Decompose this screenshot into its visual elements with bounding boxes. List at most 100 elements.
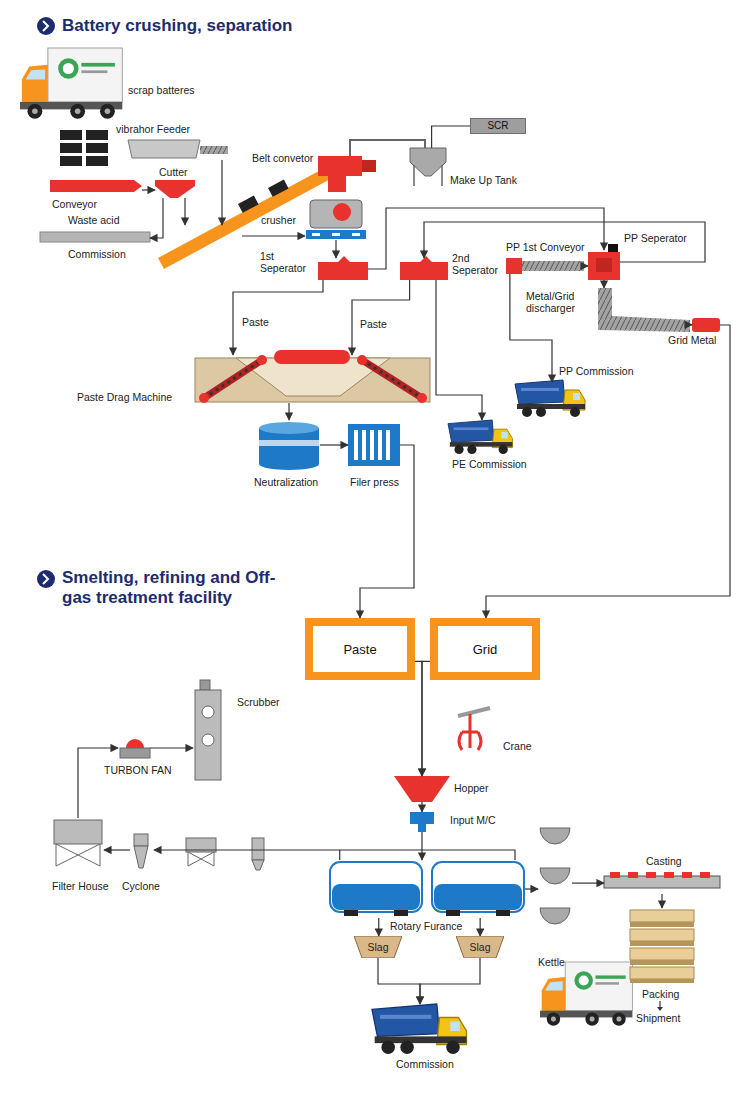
flow-connector (150, 747, 193, 748)
dump-truck-illustration (372, 1004, 467, 1054)
drag-machine-illustration (195, 350, 430, 403)
flow-connector (78, 748, 118, 818)
crusher-illustration (333, 203, 351, 221)
separator-illustration (318, 256, 448, 280)
flow-connector (686, 324, 692, 325)
node-label: Grid (473, 642, 498, 657)
slag-bin-shape (354, 936, 402, 958)
node-label: Input M/C (450, 814, 496, 826)
flow-connector (421, 832, 422, 860)
filter-house-node: Filter House (52, 818, 104, 868)
casting-illustration (610, 872, 620, 878)
offgas-illustration (54, 680, 264, 870)
node-label: 1st Seperator (260, 250, 314, 274)
drag-machine-illustration (417, 393, 427, 403)
down-arrow (657, 1001, 663, 1011)
flow-connector (603, 280, 604, 288)
node-label: Neutralization (254, 476, 318, 488)
filter-press-illustration (348, 424, 400, 466)
discharger-illustration (598, 316, 690, 332)
hopper-illustration (394, 776, 450, 802)
pp-conveyor-illustration (506, 258, 584, 274)
flow-connector (572, 882, 604, 883)
node-label: Slag (469, 941, 490, 953)
node-label: Make Up Tank (450, 174, 517, 186)
drag-machine-illustration (362, 360, 422, 398)
grid-metal-illustration (692, 318, 720, 332)
flow-connector (104, 849, 130, 850)
drag-machine-illustration (204, 360, 262, 398)
pp-separator-illustration (596, 258, 612, 272)
crane-illustration (458, 708, 490, 716)
discharger-illustration (598, 288, 690, 332)
node-label: Cutter (159, 166, 188, 178)
flow-connector (422, 661, 430, 776)
flow-connector (184, 198, 185, 225)
offgas-illustration (134, 834, 148, 846)
belt-illustration (158, 165, 336, 269)
connector-label: Paste (240, 316, 271, 328)
flow-connector (150, 198, 163, 238)
flow-connector (233, 280, 323, 355)
battery-icons (60, 130, 108, 166)
truck-node: PP Commission (515, 382, 590, 418)
belt-illustration (158, 140, 425, 269)
furnace-illustration (330, 862, 422, 912)
lorry-illustration (20, 48, 122, 119)
drag-machine-illustration (199, 393, 209, 403)
crusher-illustration (306, 200, 366, 239)
belt-illustration (318, 156, 362, 176)
node-label: Packing (642, 988, 679, 1000)
flow-connector (525, 888, 538, 889)
kettle-illustration (540, 828, 570, 924)
offgas-illustration (195, 690, 221, 780)
dump-truck-illustration (448, 420, 512, 454)
node-label: Belt convetor (252, 152, 313, 164)
battery-icons (60, 156, 82, 166)
furnace-illustration (394, 910, 408, 916)
offgas-illustration (56, 844, 100, 866)
flow-connector (242, 235, 305, 236)
crusher-node: crusher (305, 192, 367, 240)
node-label: scrap batteres (128, 84, 195, 96)
pallet-illustration (630, 979, 694, 983)
pp-conveyor-illustration (506, 258, 522, 274)
furnace-node: Rotary Furance (330, 860, 525, 918)
node-label: Rotary Furance (390, 920, 462, 932)
hopper-illustration (418, 824, 426, 832)
flow-connector (486, 325, 730, 618)
pallet-illustration (630, 941, 694, 946)
filter-press-illustration (378, 430, 382, 460)
flow-connector (661, 894, 662, 908)
section-heading: Smelting, refining and Off-gas treatment… (62, 568, 277, 608)
tank-illustration (410, 148, 446, 186)
belt-illustration (238, 196, 259, 213)
waste-acid-bar (40, 232, 150, 242)
offgas-illustration (252, 860, 264, 870)
flow-connector (480, 918, 481, 936)
node-label: Crane (503, 740, 532, 752)
node-label: Waste acid (68, 214, 120, 226)
conveyor-node: Conveyor (50, 178, 142, 210)
battery-icons (60, 143, 82, 153)
crane-illustration (458, 708, 490, 750)
pallet-illustration (630, 929, 694, 941)
drag-machine-node: Paste Drag Machine (195, 355, 430, 403)
offgas-illustration (252, 838, 264, 860)
furnace-illustration (432, 862, 524, 912)
cyclone-node: Cyclone (130, 832, 154, 872)
discharger-illustration (598, 288, 612, 318)
heading-bullet (43, 574, 48, 584)
kettle-node: Kettle (538, 822, 572, 952)
flow-connector (378, 958, 420, 1004)
casting-illustration (604, 872, 720, 888)
truck-node: scrap batteres (20, 48, 124, 122)
crusher-illustration (312, 233, 320, 236)
node-label: Filer press (350, 476, 399, 488)
scr-box: SCR (470, 118, 526, 134)
node-label: Commission (396, 1058, 454, 1070)
node-label: Commission (68, 248, 126, 260)
casting-illustration (628, 872, 638, 878)
